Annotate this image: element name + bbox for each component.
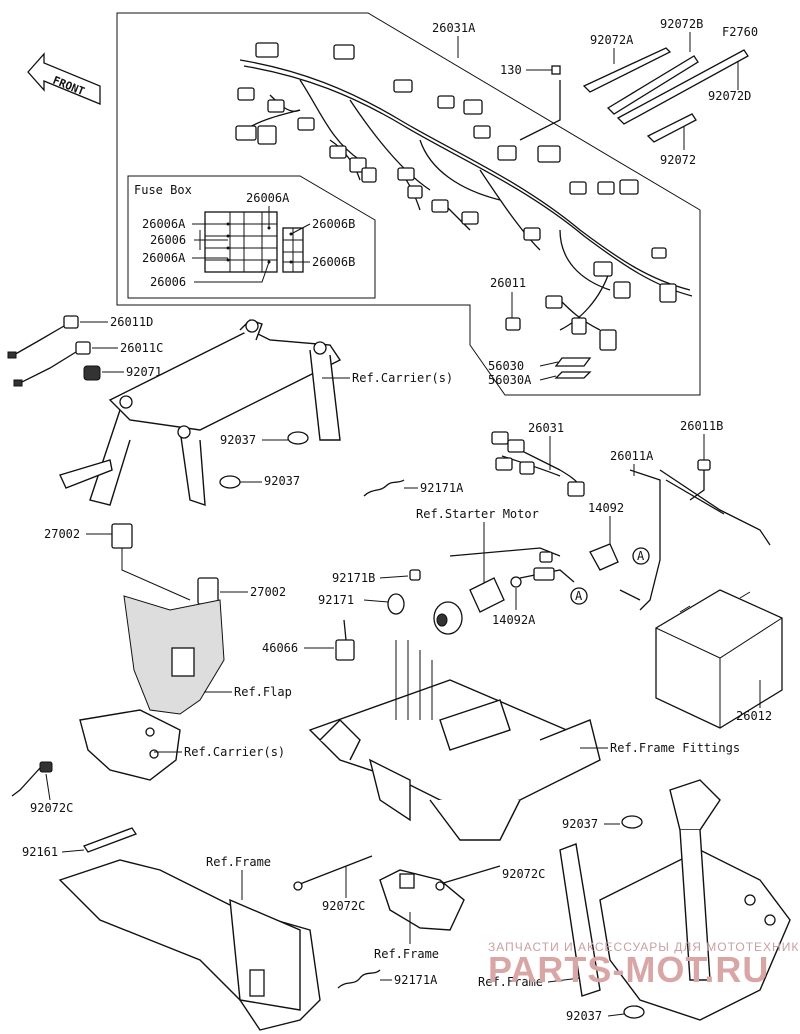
sub-harness-26031: 26031 (491, 421, 585, 497)
part-label-92072B: 92072B (660, 17, 703, 31)
frame-bottom-right: 92037 Ref.Frame 92037 (478, 779, 791, 1023)
frame-bottom-left: 92161 Ref.Frame 92072C 92171A (22, 827, 438, 1031)
part-label-F2760: F2760 (722, 25, 758, 39)
part-label-92072C-c: 92072C (502, 867, 545, 881)
part-label-26011: 26011 (490, 276, 526, 290)
part-label-92171: 92171 (318, 593, 354, 607)
watermark: ЗАПЧАСТИ И АКСЕССУАРЫ ДЛЯ МОТОТЕХНИКИ PA… (488, 940, 800, 990)
ref-label-frame-3: Ref.Frame (478, 975, 543, 989)
ref-label-carrier-1: Ref.Carrier(s) (352, 371, 453, 385)
carrier-lower-left: Ref.Carrier(s) 92072C (11, 709, 285, 815)
part-label-92171B: 92171B (332, 571, 375, 585)
ref-label-carrier-2: Ref.Carrier(s) (184, 745, 285, 759)
main-wiring-harness (235, 42, 693, 379)
battery-group: 26011B 26011A 14092 A 26012 (588, 419, 783, 729)
part-label-26031: 26031 (528, 421, 564, 435)
part-label-130: 130 (500, 63, 522, 77)
part-label-26011A: 26011A (610, 449, 654, 463)
part-label-92037-c: 92037 (562, 817, 598, 831)
main-harness-box (116, 12, 701, 396)
ref-label-starter-motor: Ref.Starter Motor (416, 507, 539, 521)
fuse-box-title: Fuse Box (134, 183, 192, 197)
fuse-label-top: 26006A (246, 191, 290, 205)
fuse-label-right2: 26006B (312, 255, 355, 269)
bracket-bottom-middle: 92072C Ref.Frame (374, 865, 545, 961)
part-label-46066: 46066 (262, 641, 298, 655)
ref-label-frame-2: Ref.Frame (374, 947, 439, 961)
marker-a-1: A (637, 549, 645, 563)
ref-label-flap: Ref.Flap (234, 685, 292, 699)
fuse-label-left4: 26006 (150, 275, 186, 289)
part-label-92037-d: 92037 (566, 1009, 602, 1023)
part-label-56030A: 56030A (488, 373, 532, 387)
sensor-cables-left: 26011D 26011C 92071 (7, 315, 163, 387)
part-label-56030: 56030 (488, 359, 524, 373)
part-label-92171A-b: 92171A (394, 973, 438, 987)
part-label-92072C-b: 92072C (322, 899, 365, 913)
fuse-box-inset: Fuse Box 26006A 26006A 26006 26006A 2600… (127, 175, 376, 299)
part-label-92161: 92161 (22, 845, 58, 859)
part-label-92072: 92072 (660, 153, 696, 167)
part-label-26011D: 26011D (110, 315, 153, 329)
part-label-26012: 26012 (736, 709, 772, 723)
fuse-label-right1: 26006B (312, 217, 355, 231)
carrier-frame-upper (59, 319, 342, 506)
main-harness-labels: 26031A 130 92072A 92072B F2760 92072D 92… (432, 17, 758, 387)
ref-label-frame-fittings: Ref.Frame Fittings (610, 741, 740, 755)
fuse-label-left3: 26006A (142, 251, 186, 265)
clamp-92171A-upper: 92171A (363, 479, 464, 497)
part-label-92072C-a: 92072C (30, 801, 73, 815)
part-label-14092A: 14092A (492, 613, 536, 627)
fuse-label-left2: 26006 (150, 233, 186, 247)
part-label-92072D: 92072D (708, 89, 751, 103)
marker-a-2: A (575, 589, 583, 603)
part-label-92037-b: 92037 (264, 474, 300, 488)
front-arrow: FRONT (27, 52, 101, 105)
part-label-92171A-a: 92171A (420, 481, 464, 495)
frame-fittings-center: Ref.Frame Fittings 92171B 92171 46066 (262, 569, 740, 841)
watermark-caption: ЗАПЧАСТИ И АКСЕССУАРЫ ДЛЯ МОТОТЕХНИКИ (488, 940, 800, 954)
relay-flap-group: 27002 27002 Ref.Flap (44, 523, 292, 715)
part-label-92071: 92071 (126, 365, 162, 379)
part-label-92037-a: 92037 (220, 433, 256, 447)
part-label-27002-b: 27002 (250, 585, 286, 599)
part-label-26031A: 26031A (432, 21, 476, 35)
fuse-label-left1: 26006A (142, 217, 186, 231)
fuse-block (204, 211, 304, 273)
carrier-labels: Ref.Carrier(s) 92037 92037 (220, 371, 453, 488)
starter-group: Ref.Starter Motor A 14092A (416, 507, 588, 635)
part-label-92072A: 92072A (590, 33, 634, 47)
part-label-26011B: 26011B (680, 419, 723, 433)
watermark-brand: PARTS-MOT.RU (488, 949, 769, 990)
part-label-14092: 14092 (588, 501, 624, 515)
part-label-27002-a: 27002 (44, 527, 80, 541)
part-label-26011C: 26011C (120, 341, 163, 355)
ref-label-frame-1: Ref.Frame (206, 855, 271, 869)
